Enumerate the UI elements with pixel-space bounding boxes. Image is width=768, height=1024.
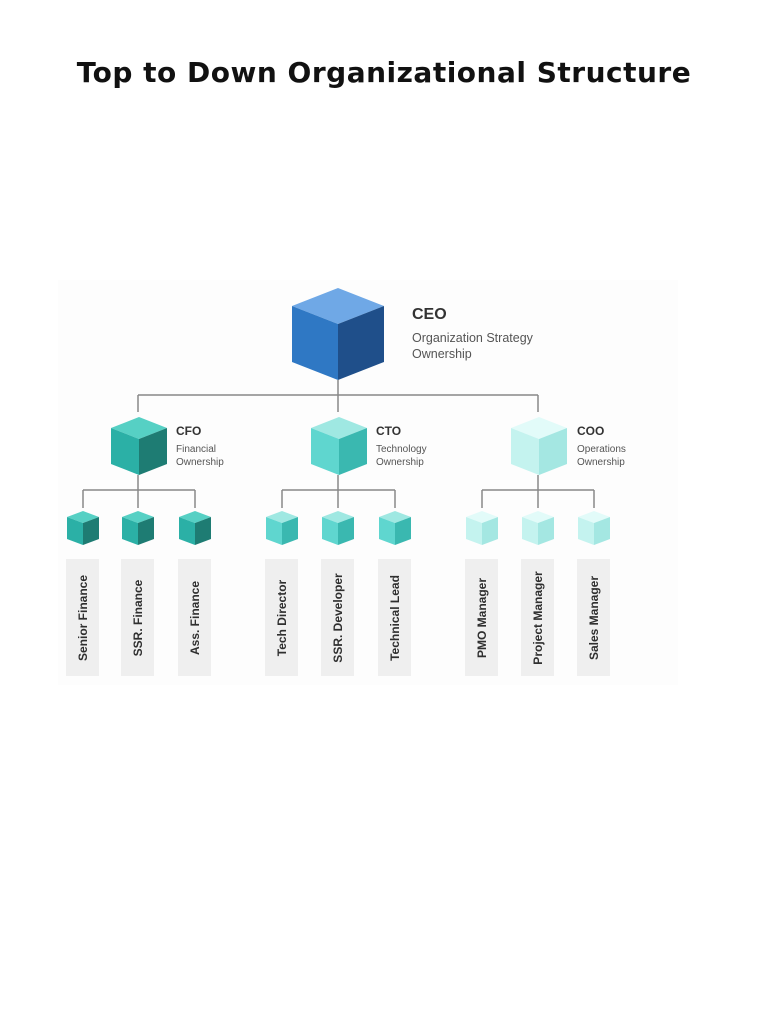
cfo-title: CFO (176, 424, 202, 438)
coo-description: Operations Ownership (577, 444, 626, 469)
ceo-description: Organization Strategy Ownership (412, 331, 533, 362)
leaf-tech-director: Tech Director (265, 559, 298, 676)
coo-description-line-1: Operations (577, 444, 626, 455)
cto-description-line-1: Technology (376, 444, 427, 455)
ceo-title: CEO (412, 306, 447, 323)
leaf-label: Tech Director (274, 579, 289, 656)
cfo-description-line-1: Financial (176, 444, 217, 455)
pmo-manager-cube-icon (466, 511, 498, 545)
ceo-cube-icon (292, 288, 384, 380)
leaf-label: PMO Manager (474, 577, 489, 658)
cfo-description-line-2: Ownership (176, 456, 224, 468)
leaf-technical-lead: Technical Lead (378, 559, 411, 676)
leaf-label: Ass. Finance (187, 580, 202, 655)
coo-cube-icon (511, 417, 567, 475)
cto-cube-icon (311, 417, 367, 475)
leaf-pmo-manager: PMO Manager (465, 559, 498, 676)
senior-finance-cube-icon (67, 511, 99, 545)
ssr-finance-cube-icon (122, 511, 154, 545)
coo-title: COO (577, 424, 605, 438)
project-manager-cube-icon (522, 511, 554, 545)
leaf-label: Technical Lead (387, 574, 402, 661)
cfo-cube-icon (111, 417, 167, 475)
ceo-description-line-2: Ownership (412, 346, 472, 361)
page-title: Top to Down Organizational Structure (76, 56, 692, 89)
leaf-project-manager: Project Manager (521, 559, 554, 676)
cto-title: CTO (376, 424, 402, 438)
coo-description-line-2: Ownership (577, 456, 625, 468)
leaf-ass-finance: Ass. Finance (178, 559, 211, 676)
leaf-ssr-developer: SSR. Developer (321, 559, 354, 676)
leaf-label: Project Manager (530, 570, 545, 665)
leaf-sales-manager: Sales Manager (577, 559, 610, 676)
sales-manager-cube-icon (578, 511, 610, 545)
ass-finance-cube-icon (179, 511, 211, 545)
technical-lead-cube-icon (379, 511, 411, 545)
leaf-label: Senior Finance (75, 574, 90, 661)
leaf-label: SSR. Developer (330, 572, 345, 663)
leaf-label: Sales Manager (586, 575, 601, 660)
tech-director-cube-icon (266, 511, 298, 545)
ceo-description-line-1: Organization Strategy (412, 331, 533, 345)
cto-description-line-2: Ownership (376, 456, 424, 468)
cfo-description: Financial Ownership (176, 444, 224, 469)
ssr-developer-cube-icon (322, 511, 354, 545)
leaf-senior-finance: Senior Finance (66, 559, 99, 676)
leaf-label: SSR. Finance (130, 579, 145, 656)
cto-description: Technology Ownership (376, 444, 427, 469)
leaf-ssr-finance: SSR. Finance (121, 559, 154, 676)
